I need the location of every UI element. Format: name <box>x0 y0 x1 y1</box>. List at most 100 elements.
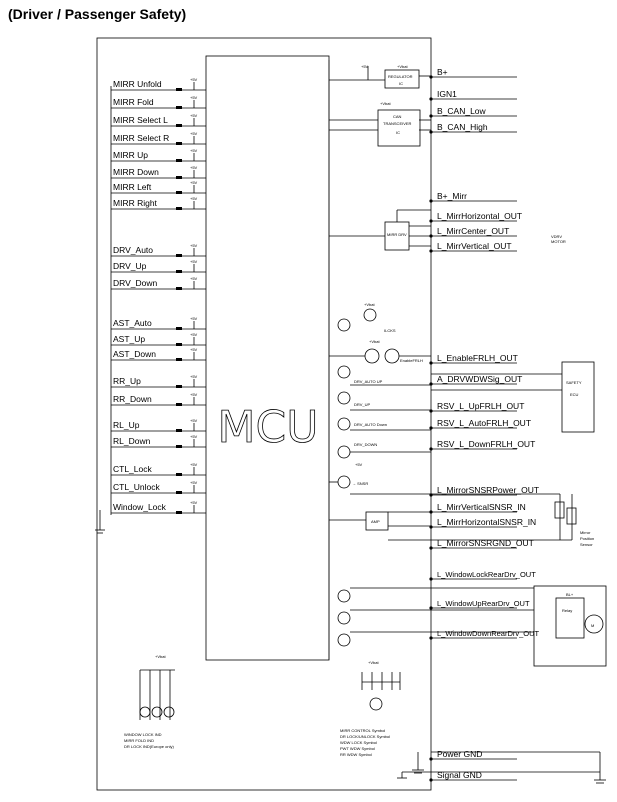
switch-contact <box>176 403 182 406</box>
legend-pwt-wdw: PWT WDW Symbol <box>340 746 375 751</box>
connector-pin <box>429 199 433 203</box>
input-label: MIRR Unfold <box>113 79 162 89</box>
legend-wdw-lock: WDW LOCK Symbol <box>340 740 377 745</box>
vbat-label-enable: +Vbat <box>369 339 380 344</box>
output-label: L_MirrVerticalSNSR_IN <box>437 502 526 512</box>
connector-pin <box>429 577 433 581</box>
pullup-vcc-label: +5V <box>190 113 198 118</box>
output-label: B+ <box>437 67 448 77</box>
switch-contact <box>176 207 182 210</box>
switch-contact <box>176 142 182 145</box>
drv-auto-up-label: DRV_AUTO UP <box>354 379 383 384</box>
input-label: DRV_Down <box>113 278 158 288</box>
switch-contact <box>176 106 182 109</box>
switch-contact <box>176 254 182 257</box>
output-label: RSV_L_DownFRLH_OUT <box>437 439 535 449</box>
switch-contact <box>176 473 182 476</box>
output-label: RSV_L_UpFRLH_OUT <box>437 401 524 411</box>
connector-pin <box>429 219 433 223</box>
output-label: B_CAN_Low <box>437 106 487 116</box>
page-title: (Driver / Passenger Safety) <box>8 6 187 22</box>
connector-pin <box>429 409 433 413</box>
output-label: L_EnableFRLH_OUT <box>437 353 518 363</box>
regulator-label: REGULATOR <box>388 74 413 79</box>
legend-rr-wdw: RR WDW Symbol <box>340 752 372 757</box>
pullup-vcc-label: +5V <box>190 418 198 423</box>
input-label: RR_Down <box>113 394 152 404</box>
output-label: L_WindowLockRearDrv_OUT <box>437 570 536 579</box>
output-label: L_MirrHorizontal_OUT <box>437 211 522 221</box>
pullup-vcc-label: +5V <box>190 180 198 185</box>
connector-pin <box>429 778 433 782</box>
drv-auto-down-label: DRV_AUTO Down <box>354 422 387 427</box>
connector-pin <box>429 249 433 253</box>
connector-pin <box>429 606 433 610</box>
can-transceiver-label: TRANSCEIVER <box>383 121 412 126</box>
sensor-side-label-2: Position <box>580 536 594 541</box>
output-label: L_MirrCenter_OUT <box>437 226 509 236</box>
pullup-vcc-label: +5V <box>190 148 198 153</box>
output-label: B+_Mirr <box>437 191 467 201</box>
connector-pin <box>429 114 433 118</box>
drv-up-label: DRV_UP <box>354 402 370 407</box>
pullup-vcc-label: +5V <box>190 480 198 485</box>
vbat-label-top: +Vbat <box>397 64 408 69</box>
connector-pin <box>429 447 433 451</box>
input-label: CTL_Lock <box>113 464 152 474</box>
switch-contact <box>176 124 182 127</box>
input-label: MIRR Up <box>113 150 148 160</box>
sensor-amp-label: AMP <box>371 519 380 524</box>
switch-contact <box>176 327 182 330</box>
switch-contact <box>176 445 182 448</box>
connector-pin <box>429 757 433 761</box>
pullup-vcc-label: +5V <box>190 165 198 170</box>
switch-contact <box>176 287 182 290</box>
vdrv-label: VDRV <box>551 234 562 239</box>
can-ic-label: IC <box>396 130 400 135</box>
input-label: MIRR Down <box>113 167 159 177</box>
module-outline <box>96 37 432 791</box>
pullup-vcc-label: +5V <box>190 95 198 100</box>
connector-pin <box>429 636 433 640</box>
output-label: A_DRVWDWSig_OUT <box>437 374 522 384</box>
vbat-label-bottom-left: +Vbat <box>155 654 166 659</box>
connector-pin <box>429 234 433 238</box>
switch-contact <box>176 159 182 162</box>
input-label: DRV_Auto <box>113 245 153 255</box>
input-label: CTL_Unlock <box>113 482 161 492</box>
motor-symbol-label: M <box>591 623 594 628</box>
connector-pin <box>429 525 433 529</box>
switch-contact <box>176 176 182 179</box>
pullup-vcc-label: +5V <box>190 332 198 337</box>
output-label: L_WindowUpRearDrv_OUT <box>437 599 530 608</box>
connector-pin <box>429 493 433 497</box>
input-label: MIRR Select L <box>113 115 168 125</box>
connector-pin <box>429 426 433 430</box>
legend-dr-lock: DR LOCK IND(Europe only) <box>124 744 174 749</box>
output-label: L_WindowDownRearDrv_OUT <box>437 629 540 638</box>
pullup-vcc-label: +5V <box>190 374 198 379</box>
connector-pin <box>429 382 433 386</box>
pullup-vcc-label: +5V <box>190 276 198 281</box>
switch-contact <box>176 270 182 273</box>
input-label: AST_Down <box>113 349 156 359</box>
safety-label: SAFETY <box>566 380 582 385</box>
switch-contact <box>176 88 182 91</box>
switch-contact <box>176 429 182 432</box>
drv-down-label: DRV_DOWN <box>354 442 377 447</box>
connector-pin <box>429 97 433 101</box>
relay-box <box>555 597 585 639</box>
pullup-vcc-label: +5V <box>190 347 198 352</box>
input-label: RL_Up <box>113 420 140 430</box>
input-label: MIRR Fold <box>113 97 154 107</box>
input-label: RL_Down <box>113 436 151 446</box>
relay-motor-box <box>533 585 607 667</box>
switch-contact <box>176 343 182 346</box>
pullup-vcc-label: +5V <box>190 131 198 136</box>
ilcks-label: ILCKS <box>384 328 396 333</box>
sensor-side-label-1: Mirror <box>580 530 591 535</box>
switch-contact <box>176 191 182 194</box>
output-label: RSV_L_AutoFRLH_OUT <box>437 418 531 428</box>
output-label: L_MirrorSNSRPower_OUT <box>437 485 539 495</box>
vcc-label-top: +5V <box>361 64 369 69</box>
